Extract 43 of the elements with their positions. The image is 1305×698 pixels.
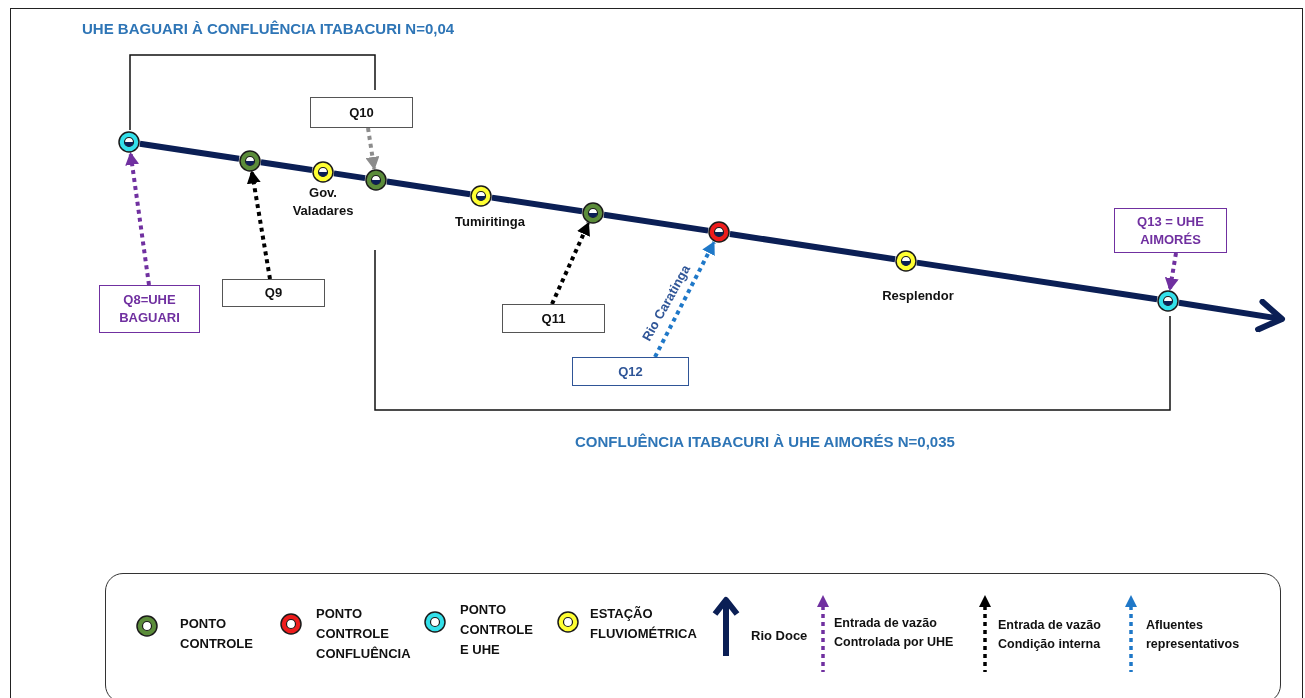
river-line: [386, 178, 471, 198]
flow-box: Q8=UHE BAGUARI: [99, 285, 200, 333]
station-marker: [365, 168, 387, 191]
legend-label: Rio Doce: [751, 627, 809, 645]
dashed-arrow: [365, 127, 380, 170]
river-line: [333, 170, 366, 182]
river-line: [916, 259, 1158, 303]
section-label: CONFLUÊNCIA ITABACURI À UHE AIMORÉS N=0,035: [575, 433, 955, 450]
dashed-arrow: [550, 222, 591, 305]
flow-box: Q13 = UHE AIMORÉS: [1114, 208, 1227, 253]
place-name: Gov. Valadares: [291, 184, 355, 220]
station-marker: [470, 184, 492, 207]
legend-label: Afluentes representativos: [1146, 617, 1241, 654]
river-line: [729, 231, 896, 263]
dashed-arrow: [125, 151, 151, 286]
river-line: [260, 159, 313, 173]
station-marker: [895, 249, 917, 272]
station-marker: [312, 160, 334, 183]
station-marker: [582, 202, 604, 224]
dashed-arrow: [246, 170, 272, 280]
legend-label: Entrada de vazão Controlada por UHE: [834, 615, 955, 652]
flow-box: Q9: [222, 279, 325, 307]
river-arrow: [1178, 298, 1285, 333]
dashed-arrow: [653, 241, 716, 358]
place-name: Tumiritinga: [454, 213, 526, 231]
legend-label: Entrada de vazão Condição interna: [998, 617, 1102, 654]
river-line: [603, 211, 709, 234]
station-marker: [708, 221, 730, 244]
station-marker: [239, 149, 261, 172]
river-line: [491, 194, 583, 215]
flow-box: Q12: [572, 357, 689, 386]
legend-label: PONTO CONTROLE CONFLUÊNCIA: [316, 605, 412, 664]
dashed-arrow: [1164, 252, 1179, 292]
diagram-title: UHE BAGUARI À CONFLUÊNCIA ITABACURI N=0,04: [82, 20, 455, 37]
legend-label: PONTO CONTROLE E UHE: [460, 601, 534, 660]
flow-box: Q11: [502, 304, 605, 333]
place-name: Resplendor: [881, 287, 955, 305]
legend-label: ESTAÇÃO FLUVIOMÉTRICA: [590, 605, 698, 644]
flow-box: Q10: [310, 97, 413, 128]
legend-label: PONTO CONTROLE: [180, 615, 254, 654]
station-marker: [118, 131, 140, 153]
river-line: [139, 140, 240, 162]
station-marker: [1157, 290, 1179, 312]
